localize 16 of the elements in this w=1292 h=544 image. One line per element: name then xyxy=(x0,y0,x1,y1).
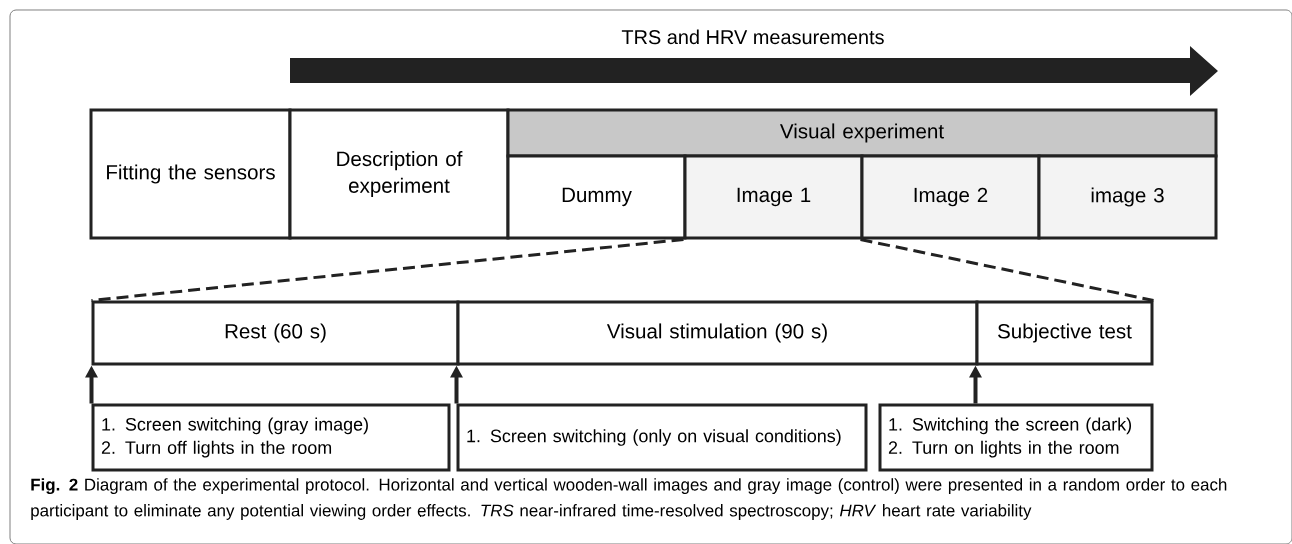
zoom-line xyxy=(860,238,1154,302)
note-box: 1. Screen switching (only on visual conditions) xyxy=(456,403,868,472)
note-box: 1. Screen switching (gray image) 2. Turn off lights in the room xyxy=(91,403,451,472)
note-box: 1. Switching the screen (dark) 2. Turn on lights in the room xyxy=(878,403,1154,472)
zoom-line xyxy=(91,238,684,302)
stage-box: Description of experiment xyxy=(288,108,510,240)
stage-box: Visual experiment xyxy=(506,108,1218,158)
stage-box: Image 1 xyxy=(683,154,864,240)
stage-box: Fitting the sensors xyxy=(89,108,292,240)
stage-box: Rest (60 s) xyxy=(91,300,460,366)
stage-box: Dummy xyxy=(506,154,687,240)
stage-box: image 3 xyxy=(1037,154,1218,240)
stage-box: Subjective test xyxy=(975,300,1154,366)
caption: Fig. 2 Diagram of the experimental protocol. Horizontal and vertical wooden-wall images and gray image (control) were presented in a random order to each participant to eliminate any potential viewing order effects. TRS near-infrared time-resolved spectroscopy; HRV heart rate variability xyxy=(31,478,1227,520)
arrow-label: TRS and HRV measurements xyxy=(621,29,884,45)
stage-box: Image 2 xyxy=(860,154,1041,240)
